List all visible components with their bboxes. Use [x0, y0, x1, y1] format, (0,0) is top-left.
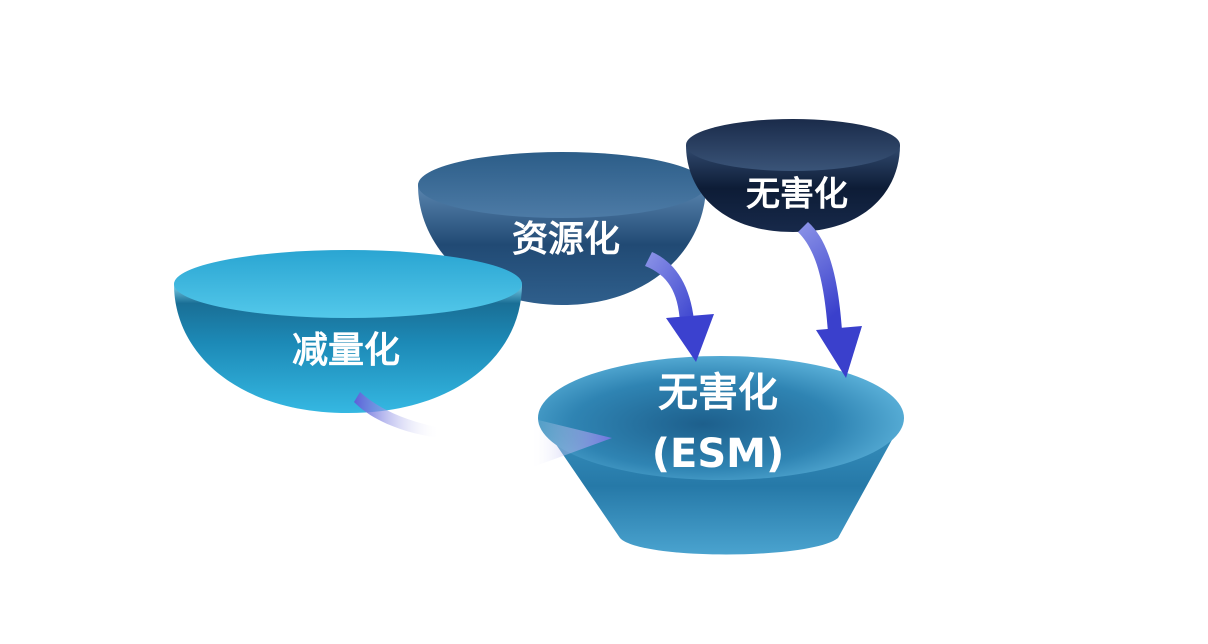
cone-esm-label-line1: 无害化 — [658, 370, 778, 416]
arrow-resource-to-esm — [645, 252, 714, 362]
bowl-resource-label: 资源化 — [512, 219, 620, 260]
cone-esm-label-line2: (ESM) — [652, 431, 785, 477]
arrow-harmless-to-esm — [798, 222, 862, 378]
bowl-harmless: 无害化 — [686, 119, 900, 232]
cone-esm: 无害化 (ESM) — [538, 356, 904, 555]
arrow-reduction-to-esm — [354, 392, 612, 468]
bowl-reduction-label: 减量化 — [292, 330, 400, 371]
bowl-reduction: 减量化 — [174, 250, 522, 413]
bowl-harmless-label: 无害化 — [746, 175, 848, 215]
